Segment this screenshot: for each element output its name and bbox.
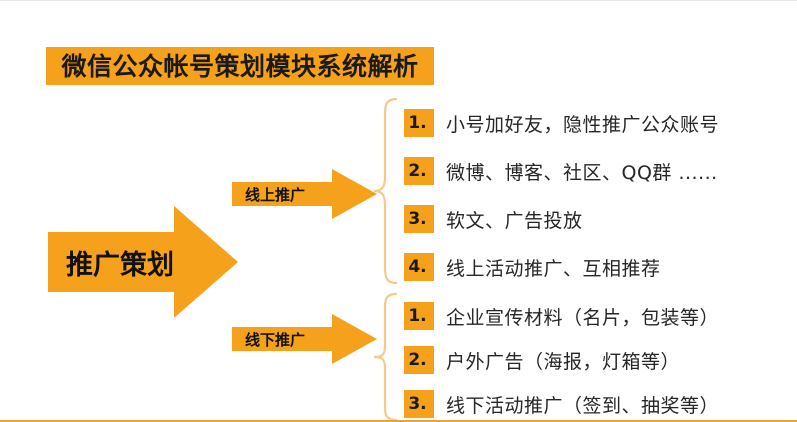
curly-brace-icon bbox=[373, 292, 398, 420]
root-arrow-label: 推广策划 bbox=[66, 249, 174, 281]
right-arrow-icon bbox=[48, 206, 238, 318]
branch-arrow-online-label: 线上推广 bbox=[245, 185, 306, 204]
slide-title-banner: 微信公众帐号策划模块系统解析 bbox=[46, 47, 434, 85]
curly-brace-icon bbox=[373, 97, 398, 285]
list-item: 1. 企业宣传材料（名片，包装等） bbox=[404, 294, 719, 338]
online-items-list: 1. 小号加好友，隐性推广公众账号 2. 微博、博客、社区、QQ群 ......… bbox=[404, 99, 719, 291]
branch-arrow-online: 线上推广 bbox=[232, 169, 377, 219]
list-item-number: 1. bbox=[404, 109, 434, 137]
list-item-number: 3. bbox=[404, 390, 434, 418]
root-arrow: 推广策划 bbox=[48, 206, 238, 318]
page-title: 微信公众帐号策划模块系统解析 bbox=[61, 51, 419, 81]
list-item-number: 2. bbox=[404, 157, 434, 185]
list-item: 3. 软文、广告投放 bbox=[404, 195, 719, 243]
list-item-label: 户外广告（海报，灯箱等） bbox=[446, 350, 681, 373]
list-item-label: 微博、博客、社区、QQ群 ...... bbox=[446, 161, 718, 184]
list-item: 1. 小号加好友，隐性推广公众账号 bbox=[404, 99, 719, 147]
list-item: 3. 线下活动推广（签到、抽奖等） bbox=[404, 382, 720, 420]
right-arrow-icon bbox=[232, 169, 377, 219]
right-arrow-icon bbox=[232, 314, 377, 364]
branch-arrow-offline: 线下推广 bbox=[232, 314, 377, 364]
offline-items-list: 1. 企业宣传材料（名片，包装等） 2. 户外广告（海报，灯箱等） 3. 线下活… bbox=[404, 294, 720, 420]
list-item-number: 3. bbox=[404, 205, 434, 233]
list-item-label: 企业宣传材料（名片，包装等） bbox=[446, 306, 720, 329]
list-item: 2. 户外广告（海报，灯箱等） bbox=[404, 338, 719, 382]
list-item-number: 4. bbox=[404, 253, 434, 281]
list-item-number: 2. bbox=[404, 346, 434, 374]
list-item-label: 软文、广告投放 bbox=[446, 209, 583, 232]
list-item-number: 1. bbox=[404, 302, 434, 330]
list-item-label: 线上活动推广、互相推荐 bbox=[446, 257, 661, 280]
list-item: 4. 线上活动推广、互相推荐 bbox=[404, 243, 719, 291]
list-item: 2. 微博、博客、社区、QQ群 ...... bbox=[404, 147, 719, 195]
branch-arrow-offline-label: 线下推广 bbox=[245, 330, 306, 349]
list-item-label: 线下活动推广（签到、抽奖等） bbox=[446, 394, 720, 417]
list-item-label: 小号加好友，隐性推广公众账号 bbox=[446, 113, 720, 136]
